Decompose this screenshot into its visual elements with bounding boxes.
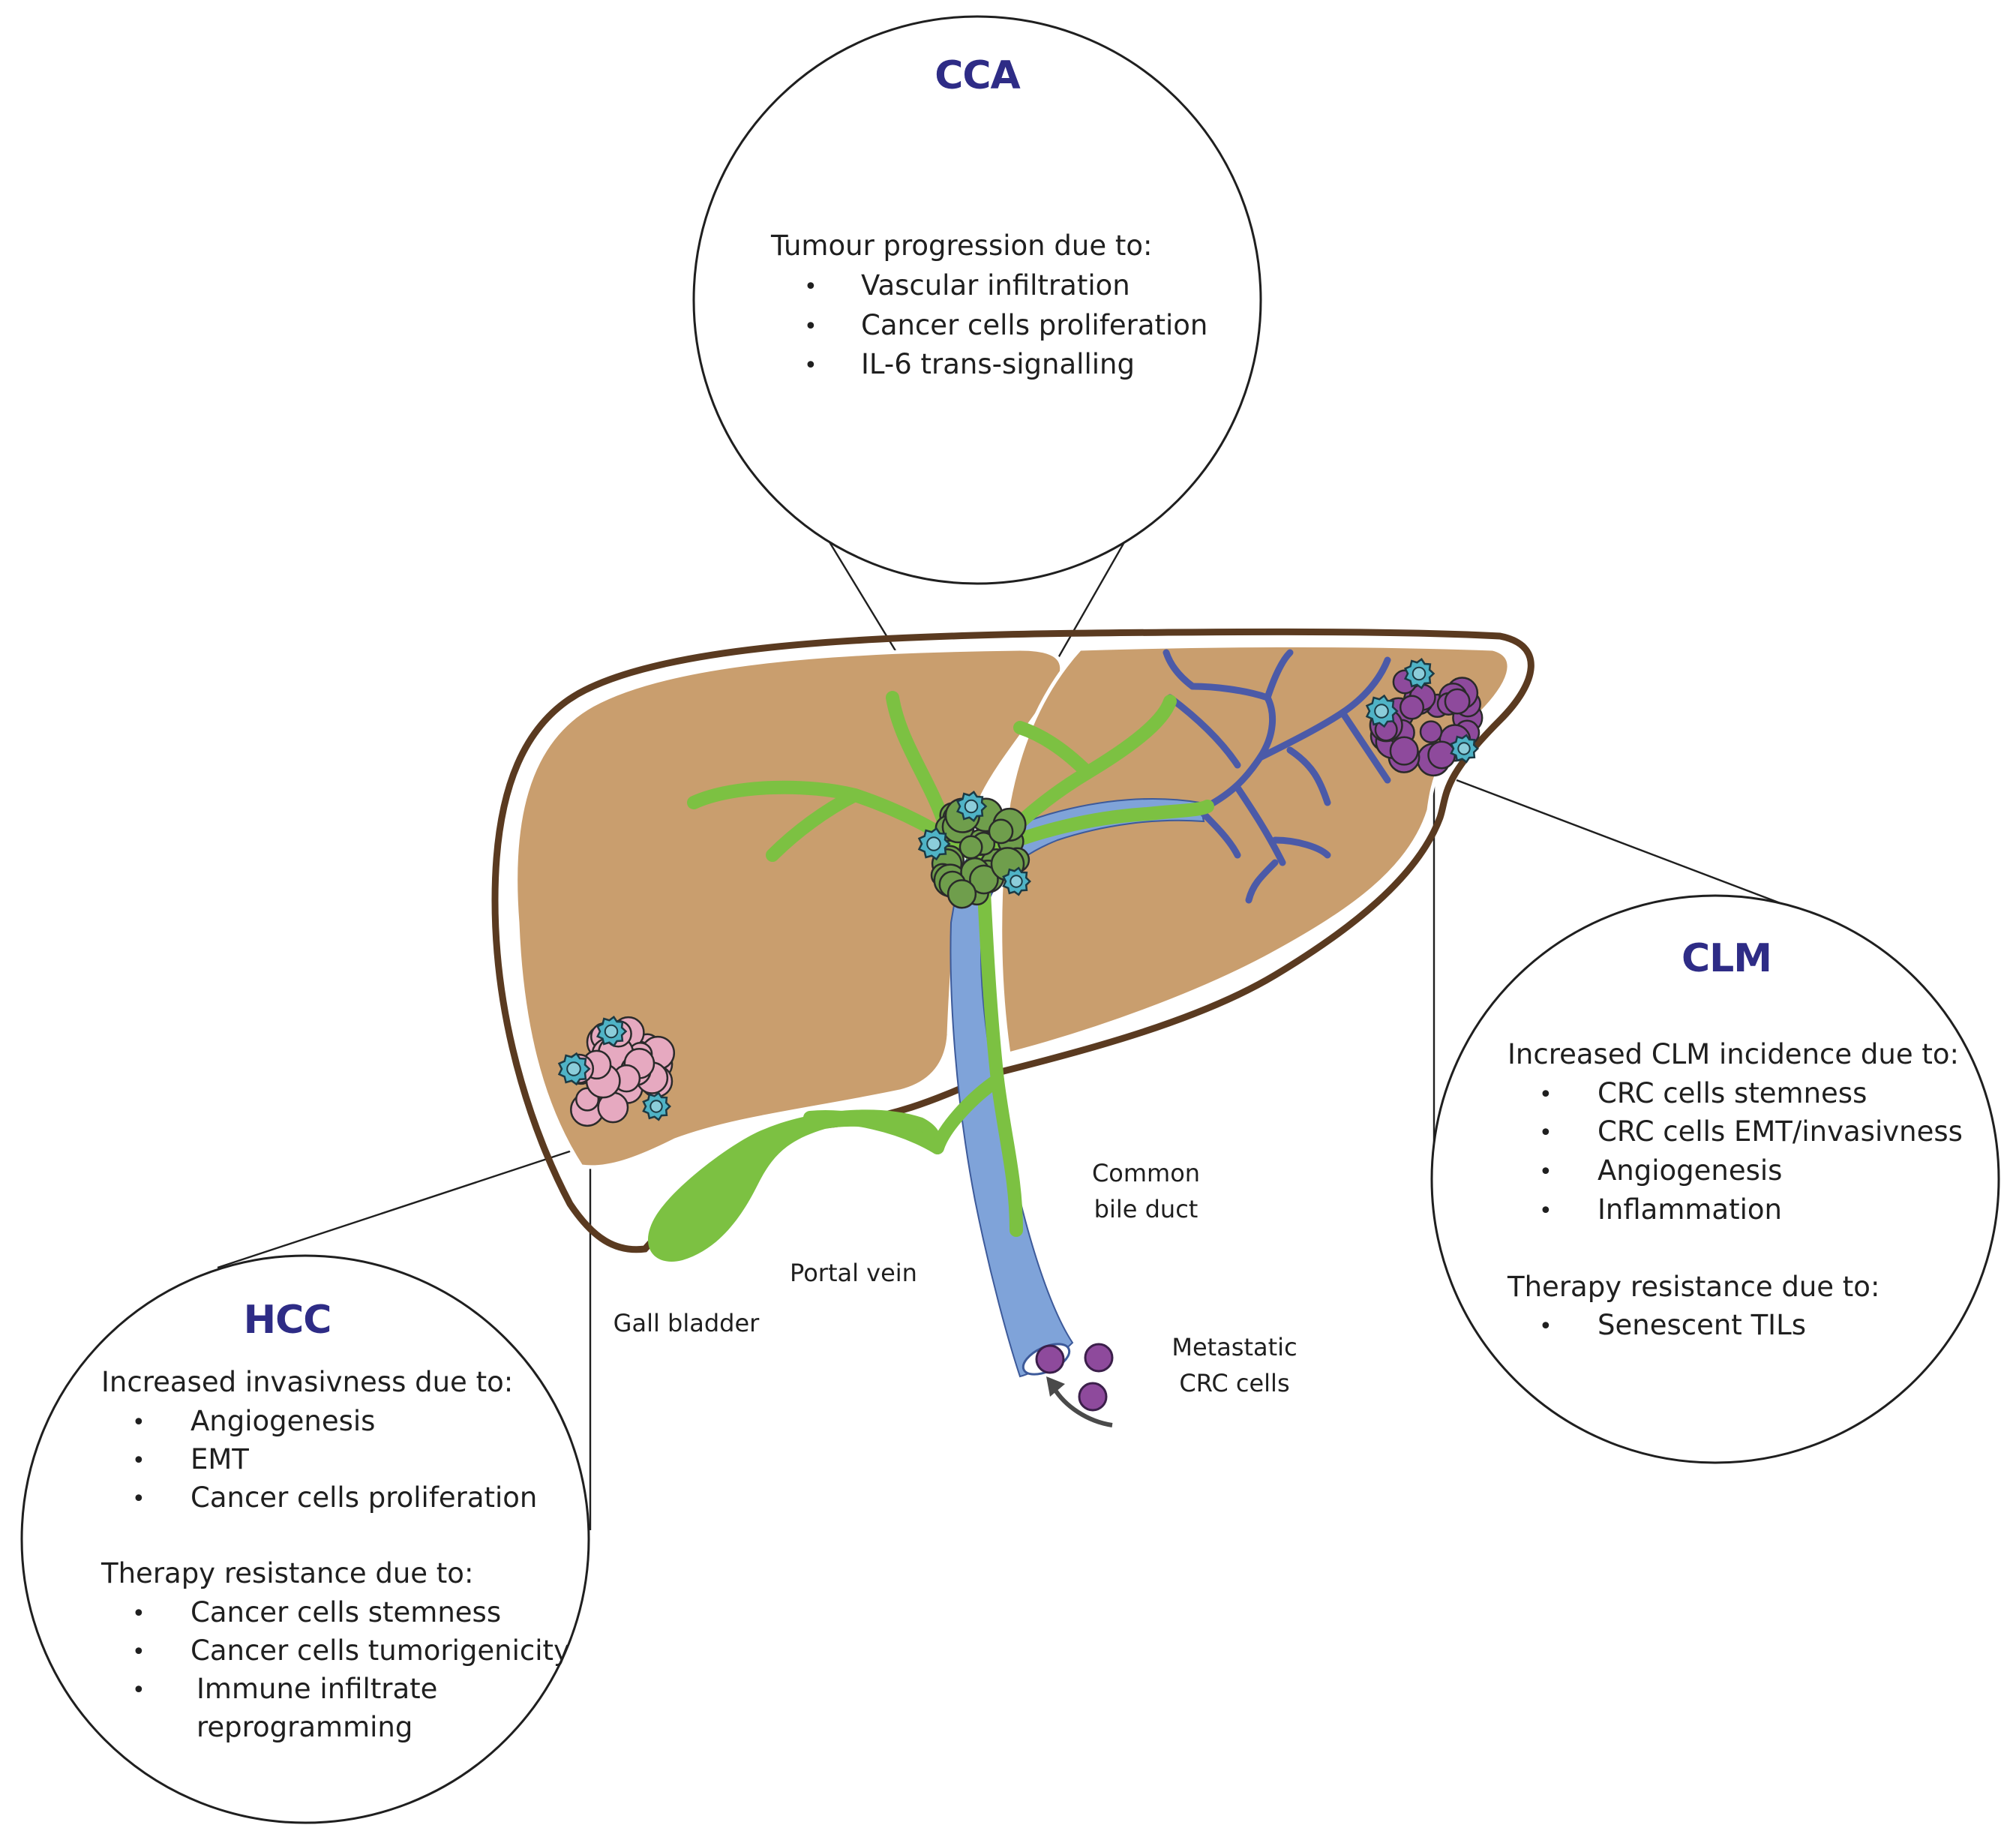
curved-arrow-icon — [1052, 1386, 1113, 1427]
clm-heading-1: Increased CLM incidence due to: — [1508, 1038, 1959, 1070]
clm-panel: CLM Increased CLM incidence due to: • CR… — [1430, 894, 2000, 1464]
metastatic-crc-cells — [1035, 1343, 1114, 1427]
tumour-cell — [988, 818, 1014, 845]
immune-cell — [956, 791, 988, 822]
hepatic-vein-branches — [1162, 649, 1391, 904]
clm-bullet: • — [1539, 1198, 1552, 1224]
cca-bubble — [692, 15, 1262, 585]
tumour-cell — [946, 879, 977, 909]
arrowhead-icon — [1046, 1376, 1065, 1397]
cca-item: Cancer cells proliferation — [861, 309, 1208, 341]
tumour-cell — [1427, 740, 1456, 770]
immune-cell — [917, 827, 951, 861]
clm-bullet: • — [1539, 1159, 1552, 1185]
immune-cell — [596, 1016, 628, 1047]
hcc-bullet: • — [132, 1486, 146, 1512]
hcc-bullet: • — [132, 1677, 146, 1703]
clm-item: Inflammation — [1598, 1193, 1782, 1226]
tumour-cell — [1444, 688, 1471, 715]
hcc-leader-top — [217, 1142, 593, 1269]
clm-heading-2: Therapy resistance due to: — [1507, 1271, 1880, 1303]
crc-cell — [1084, 1343, 1114, 1373]
hcc-heading-2: Therapy resistance due to: — [100, 1557, 473, 1589]
hcc-item: Cancer cells stemness — [190, 1596, 501, 1628]
cca-bullet: • — [804, 274, 818, 300]
clm-item: CRC cells EMT/invasivness — [1598, 1115, 1963, 1148]
cca-bullet: • — [804, 314, 818, 340]
clm-item: Angiogenesis — [1598, 1154, 1782, 1187]
tumour-cell — [1399, 695, 1425, 720]
crc-cell — [1078, 1382, 1108, 1412]
hcc-panel: HCC Increased invasivness due to: • Angi… — [20, 1254, 590, 1824]
cca-item: IL-6 trans-signalling — [861, 348, 1135, 380]
clm-item: Senescent TILs — [1598, 1309, 1806, 1341]
clm-bullet: • — [1539, 1313, 1552, 1340]
hcc-title: HCC — [244, 1298, 332, 1343]
hcc-bubble — [20, 1254, 590, 1824]
immune-cell — [1365, 694, 1399, 728]
liver-illustration — [491, 628, 1534, 1378]
clm-leader-top — [1456, 779, 1801, 912]
clm-bubble — [1430, 894, 2000, 1464]
hcc-item: EMT — [190, 1443, 249, 1475]
portal-vein-label: Portal vein — [790, 1259, 917, 1287]
cca-bullet: • — [804, 353, 818, 379]
hcc-bullet: • — [132, 1639, 146, 1665]
clm-title: CLM — [1682, 936, 1772, 981]
hcc-bullet: • — [132, 1409, 146, 1436]
immune-cell — [557, 1052, 591, 1086]
immune-cell — [1403, 658, 1436, 689]
cca-item: Vascular infiltration — [861, 269, 1130, 302]
hcc-heading-1: Increased invasivness due to: — [101, 1366, 513, 1398]
tumour-cell — [958, 835, 983, 860]
immune-cell — [642, 1091, 672, 1121]
hcc-item: Angiogenesis — [190, 1405, 375, 1437]
cca-title: CCA — [934, 53, 1020, 98]
immune-cell — [1450, 734, 1480, 764]
immune-cell — [1002, 866, 1032, 896]
crc-cell — [1035, 1344, 1065, 1374]
hcc-bullet: • — [132, 1601, 146, 1627]
gall-bladder-label: Gall bladder — [614, 1309, 760, 1337]
clm-tumour-cluster — [1365, 658, 1484, 777]
cca-heading: Tumour progression due to: — [770, 230, 1152, 262]
hcc-tumour-cluster — [557, 1016, 676, 1127]
cca-tumour-cluster — [917, 791, 1032, 909]
cca-panel: CCA Tumour progression due to: • Vascula… — [692, 15, 1262, 585]
metastatic-crc-label-line1: Metastatic — [1172, 1333, 1297, 1361]
hcc-bullet: • — [132, 1448, 146, 1474]
metastatic-crc-label-line2: CRC cells — [1179, 1369, 1289, 1397]
hcc-item: Cancer cells proliferation — [190, 1481, 537, 1514]
clm-bullet: • — [1539, 1120, 1552, 1146]
common-bile-duct-label-line1: Common — [1092, 1159, 1200, 1187]
cystic-duct — [803, 1110, 944, 1154]
common-bile-duct-label-line2: bile duct — [1094, 1195, 1198, 1223]
clm-bullet: • — [1539, 1082, 1552, 1108]
tumour-cell — [1419, 720, 1443, 743]
anatomy-labels: Common bile duct Portal vein Gall bladde… — [614, 1159, 1298, 1397]
tumour-cell — [1389, 736, 1419, 766]
tumour-cell — [969, 864, 999, 895]
gall-bladder — [647, 1109, 940, 1262]
clm-item: CRC cells stemness — [1598, 1077, 1867, 1109]
hcc-item: Cancer cells tumorigenicity — [190, 1634, 570, 1667]
